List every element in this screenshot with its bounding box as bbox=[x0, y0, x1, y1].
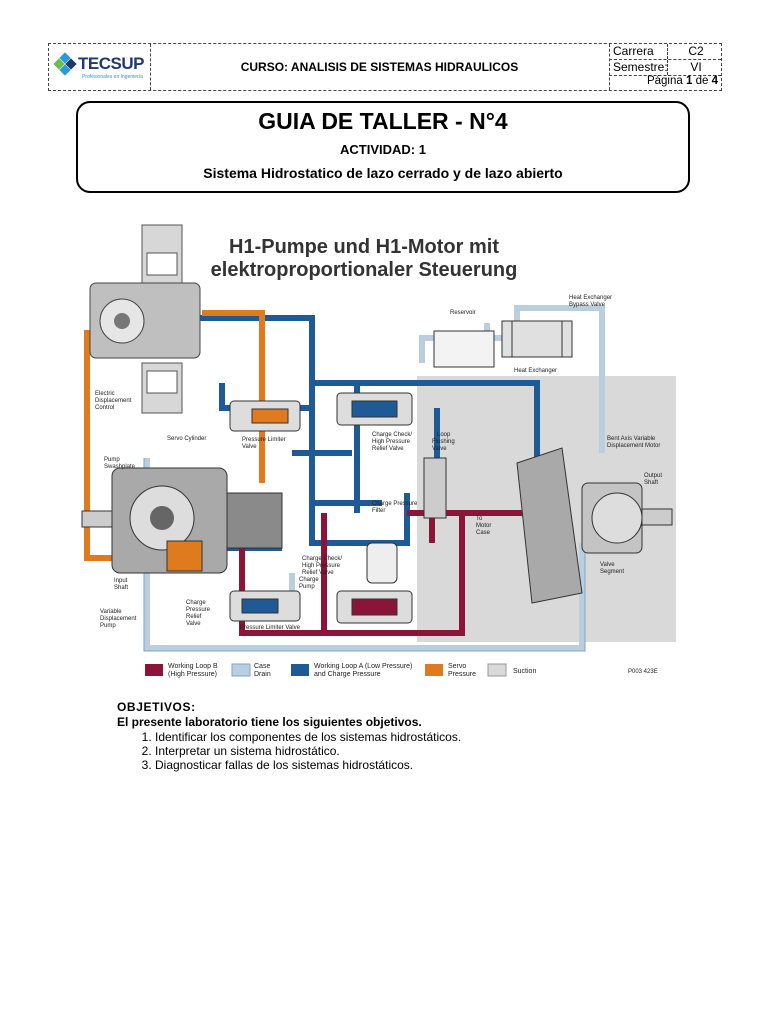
activity-label: ACTIVIDAD: 1 bbox=[340, 142, 426, 157]
objective-item: Identificar los componentes de los siste… bbox=[155, 730, 677, 744]
hydraulic-diagram: H1-Pumpe und H1-Motor mit elektroproport… bbox=[62, 213, 678, 688]
hydraulic-diagram-svg: H1-Pumpe und H1-Motor mit elektroproport… bbox=[81, 224, 676, 678]
objectives-list: Identificar los componentes de los siste… bbox=[117, 730, 677, 772]
label-servo-cylinder: Servo Cylinder bbox=[167, 436, 206, 442]
pressure-limiter-valve-bottom bbox=[229, 590, 301, 622]
objective-item: Interpretar un sistema hidrostático. bbox=[155, 744, 677, 758]
legend-label-suction: Suction bbox=[513, 668, 536, 675]
charge-pressure-filter bbox=[366, 542, 398, 584]
carrera-row: Carrera C2 bbox=[609, 44, 721, 60]
semestre-value: VI bbox=[690, 60, 702, 74]
charge-check-valve-bottom bbox=[336, 590, 413, 624]
label-heat-exchanger: Heat Exchanger bbox=[514, 368, 557, 374]
pressure-limiter-valve-top bbox=[229, 400, 301, 432]
legend-swatch-suction bbox=[487, 663, 507, 677]
charge-check-valve-top bbox=[336, 392, 413, 426]
guide-title: GUIA DE TALLER - N°4 bbox=[258, 108, 508, 134]
legend-swatch-servo bbox=[425, 664, 443, 676]
legend-label-loop-b: Working Loop B(High Pressure) bbox=[168, 663, 218, 678]
title-box: GUIA DE TALLER - N°4 ACTIVIDAD: 1 Sistem… bbox=[76, 101, 690, 193]
logo-cell: TECSUP Profesionales en Ingeniería bbox=[49, 44, 151, 90]
document-header: TECSUP Profesionales en Ingeniería CURSO… bbox=[48, 43, 722, 91]
objectives-intro: El presente laboratorio tiene los siguie… bbox=[117, 715, 422, 729]
tecsup-logo: TECSUP Profesionales en Ingeniería bbox=[53, 52, 144, 80]
diagram-code: P003 423E bbox=[628, 669, 658, 675]
header-meta: Carrera C2 Semestre: VI Página 1 de 4 bbox=[609, 44, 721, 90]
electric-displacement-control bbox=[89, 224, 201, 414]
legend-swatch-loop-a bbox=[291, 664, 309, 676]
logo-text: TECSUP bbox=[78, 54, 144, 73]
bent-axis-motor bbox=[516, 447, 673, 604]
heat-exchanger bbox=[501, 320, 573, 358]
page-number: Página 1 de 4 bbox=[646, 75, 718, 87]
label-pressure-limiter-bottom: Pressure Limiter Valve bbox=[240, 625, 301, 631]
objectives-heading: OBJETIVOS: bbox=[117, 700, 196, 714]
loop-flushing-valve bbox=[423, 457, 447, 519]
legend-swatch-loop-b bbox=[145, 664, 163, 676]
guide-subtitle: Sistema Hidrostatico de lazo cerrado y d… bbox=[203, 165, 563, 181]
semestre-row: Semestre: VI bbox=[609, 60, 721, 76]
legend-label-loop-a: Working Loop A (Low Pressure)and Charge … bbox=[314, 663, 412, 678]
logo-tagline: Profesionales en Ingeniería bbox=[82, 74, 143, 80]
variable-displacement-pump bbox=[81, 467, 283, 574]
diagram-title-line1: H1-Pumpe und H1-Motor mit bbox=[229, 236, 499, 258]
objectives-section: OBJETIVOS: El presente laboratorio tiene… bbox=[117, 700, 677, 772]
label-reservoir: Reservoir bbox=[450, 310, 476, 316]
legend-swatch-case-drain bbox=[231, 663, 251, 677]
reservoir bbox=[433, 330, 495, 368]
carrera-label: Carrera bbox=[613, 44, 654, 58]
course-title: CURSO: ANALISIS DE SISTEMAS HIDRAULICOS bbox=[150, 44, 610, 90]
semestre-label: Semestre: bbox=[613, 60, 668, 74]
carrera-value: C2 bbox=[688, 44, 704, 58]
objective-item: Diagnosticar fallas de los sistemas hidr… bbox=[155, 758, 677, 772]
logo-mark-icon bbox=[53, 52, 77, 76]
diagram-title-line2: elektroproportionaler Steuerung bbox=[211, 259, 518, 281]
